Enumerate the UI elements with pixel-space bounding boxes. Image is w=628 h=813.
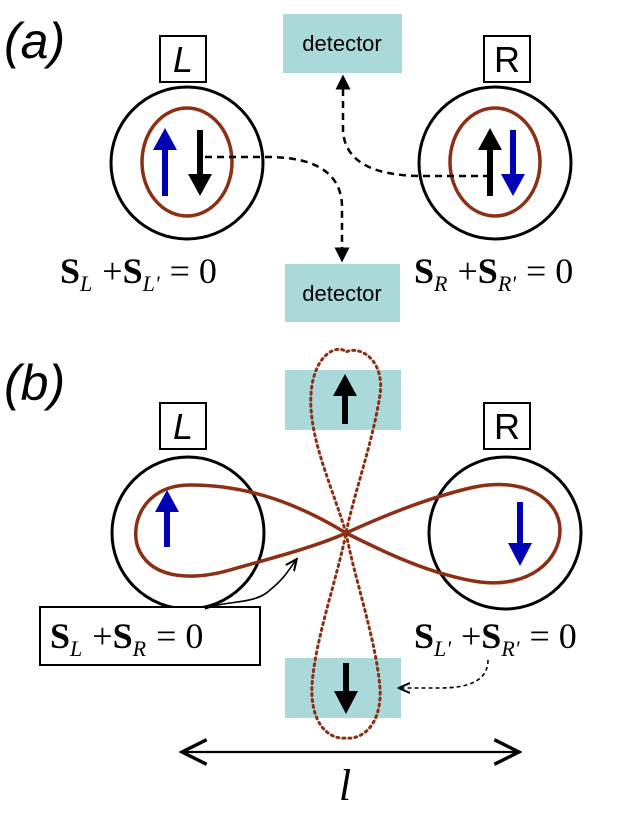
spin-up-arrow-icon: [155, 490, 179, 547]
entangled-loop-detectors: [309, 347, 383, 740]
panel-b-label: (b): [4, 355, 65, 411]
spin-down-arrow-icon: [334, 663, 358, 714]
pointer-arrow-to-loop: [204, 560, 296, 610]
spin-down-arrow-icon: [501, 130, 525, 196]
left-label-box: [159, 402, 207, 450]
dashed-path-right-to-top: [335, 74, 490, 178]
spin-down-arrow-icon: [188, 130, 212, 196]
equation-right: SL'+SR'= 0: [414, 616, 577, 661]
right-label-box: [483, 402, 531, 450]
detector-bottom: [285, 264, 400, 322]
spin-up-arrow-icon: [333, 374, 357, 424]
detector-top-label: detector: [302, 31, 382, 56]
right-node-label: R: [494, 406, 520, 447]
equation-right: SR+SR'= 0: [414, 251, 573, 296]
right-trap-circle: [427, 455, 583, 611]
dashed-path-left-to-bottom: [205, 155, 350, 263]
pointer-arrow-to-detector: [400, 659, 489, 688]
left-label-box: [159, 35, 207, 83]
right-label-box: [483, 35, 531, 83]
detector-top: [283, 14, 402, 73]
right-trap-circle: [417, 85, 573, 241]
panel-a-label: (a): [4, 13, 65, 69]
detector-bottom-label: detector: [302, 281, 382, 306]
left-orbital: [140, 106, 234, 218]
panel-a: (a) L R detector detector: [4, 13, 573, 322]
left-node-label: L: [173, 406, 193, 447]
left-node-label: L: [173, 39, 193, 80]
length-label: l: [339, 761, 351, 810]
right-node-label: R: [494, 39, 520, 80]
panel-b: (b) L R S: [4, 347, 583, 810]
spin-down-arrow-icon: [508, 502, 532, 566]
left-trap-circle: [109, 85, 265, 241]
right-orbital: [448, 106, 542, 218]
spin-up-arrow-icon: [153, 128, 177, 196]
equation-boxed: SL+SR= 0: [50, 616, 203, 661]
equation-box: [39, 606, 261, 666]
entangled-loop-lr: [133, 482, 562, 585]
equation-left: SL+SL'= 0: [60, 251, 217, 296]
spin-up-arrow-icon: [478, 128, 502, 196]
